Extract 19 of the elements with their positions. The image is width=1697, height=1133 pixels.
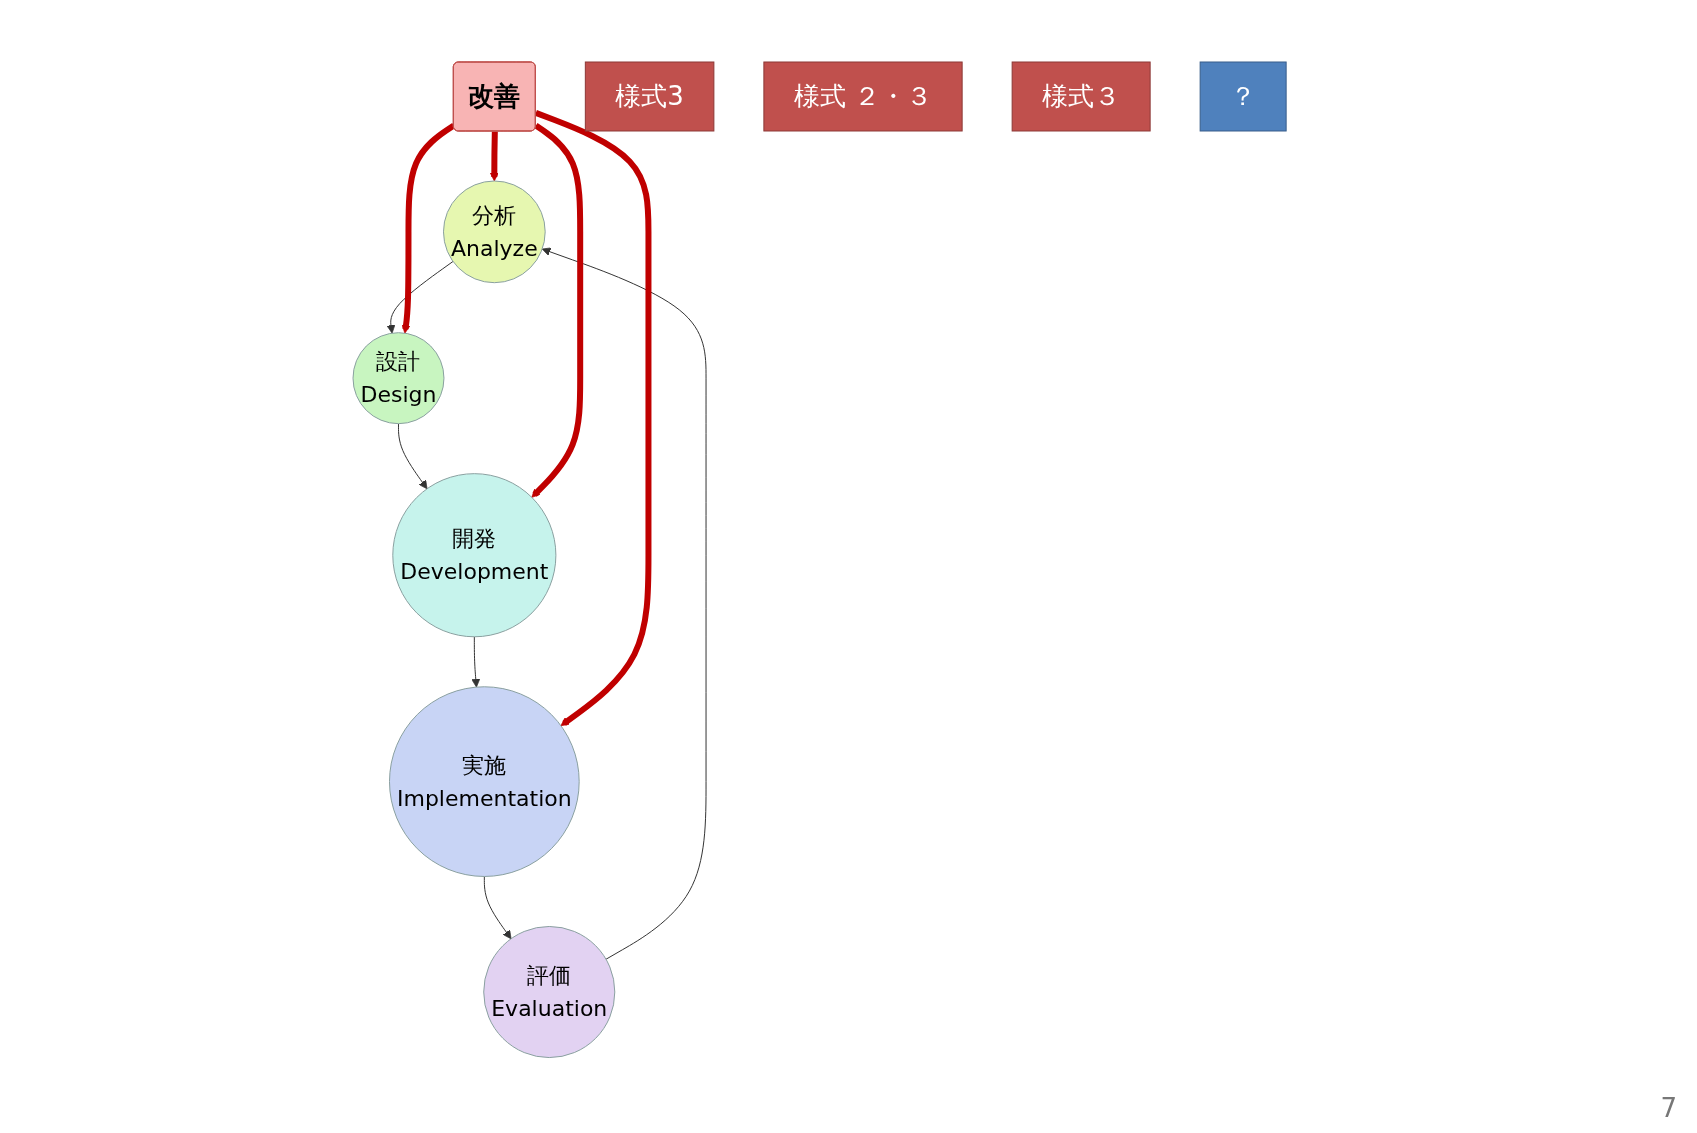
node-box: 様式3 [585,61,715,132]
node-box: 様式 ２・３ [763,61,964,132]
arrow [531,123,584,498]
node-circle: 分析 Analyze [443,180,547,284]
arrow [535,110,652,727]
arrow [387,261,454,334]
node-circle: 開発 Development [392,473,557,638]
arrow [398,423,428,490]
node-circle: 設計 Design [352,332,445,425]
node-box: 様式３ [1012,61,1152,132]
node-box: ？ [1200,61,1288,132]
arrow [490,131,500,182]
arrow [402,123,456,334]
node-circle: 実施 Implementation [389,686,581,878]
arrow [542,247,707,960]
arrow [471,636,481,688]
arrow [484,876,512,940]
page-number: 7 [1660,1093,1677,1123]
node-circle: 評価 Evaluation [483,926,616,1059]
